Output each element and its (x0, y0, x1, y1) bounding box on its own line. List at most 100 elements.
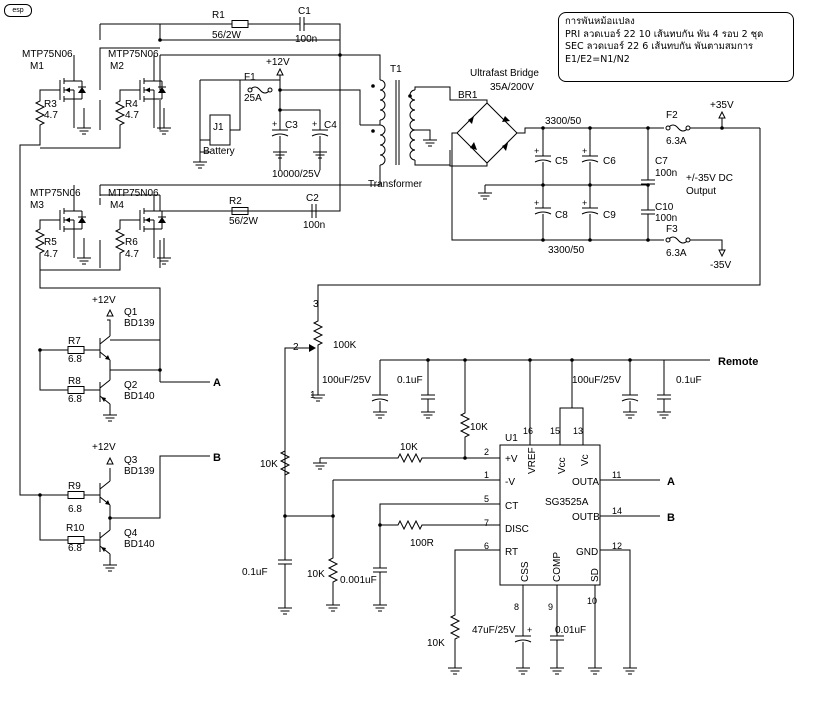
q2-ref: Q2 (124, 380, 138, 391)
fuse-f3 (665, 236, 691, 244)
f2-ref: F2 (666, 110, 678, 121)
resistor-10k-input (394, 453, 426, 463)
pin-number-12: 12 (612, 541, 622, 551)
r-10k-feedback-value: 10K (307, 569, 325, 580)
c7-value: 100n (655, 168, 677, 179)
m4-part: MTP75N06 (108, 188, 159, 199)
capacitor-0.1uf-ct (277, 559, 293, 565)
svg-text:+: + (527, 625, 532, 635)
minus35-label: -35V (710, 260, 731, 271)
note-line-4: E1/E2=N1/N2 (565, 53, 630, 65)
transistor-q2 (99, 379, 111, 405)
capacitor-100uf-a (371, 394, 389, 402)
c10-value: 100n (655, 213, 677, 224)
q3-ref: Q3 (124, 455, 138, 466)
resistor-r3 (35, 97, 45, 129)
capacitor-c5 (534, 155, 552, 163)
pot-pin3: 3 (313, 299, 319, 310)
c3-c4-value: 10000/25V (272, 169, 321, 180)
output-line-2: Output (686, 186, 716, 197)
r1-ref: R1 (212, 10, 225, 21)
c4-ref: C4 (324, 120, 337, 131)
q4-ref: Q4 (124, 528, 138, 539)
svg-text:+: + (582, 146, 587, 156)
r10-ref: R10 (66, 523, 85, 534)
c7-ref: C7 (655, 156, 668, 167)
resistor-10k-feedback (328, 554, 338, 586)
pin-number-15: 15 (550, 426, 560, 436)
r3-ref: R3 (44, 99, 57, 110)
note-line-1: การพันหม้อแปลง (565, 16, 635, 27)
r10-value: 6.8 (68, 543, 82, 554)
capacitor-100uf-b (621, 394, 639, 402)
c3-ref: C3 (285, 120, 298, 131)
capacitor-c8 (534, 207, 552, 215)
capacitor-c6 (581, 155, 599, 163)
fuse-f2 (665, 124, 691, 132)
pin-label-outa: OUTA (572, 477, 599, 488)
r1-value: 56/2W (212, 30, 241, 41)
c-001u-comp-value: 0.01uF (555, 625, 586, 636)
pin-label-disc: DISC (505, 524, 529, 535)
c-01u-b-value: 0.1uF (676, 375, 702, 386)
ic-u1-sg3525a (499, 444, 601, 586)
pin-label-sd: SD (590, 568, 601, 582)
pin-number-11: 11 (612, 470, 621, 480)
svg-text:+: + (534, 198, 539, 208)
pin-label-vref: VREF (527, 447, 538, 474)
c1-ref: C1 (298, 6, 311, 17)
r-100r-value: 100R (410, 538, 434, 549)
c-01u-a-value: 0.1uF (397, 375, 423, 386)
c8-ref: C8 (555, 210, 568, 221)
svg-text:+: + (272, 119, 277, 129)
pin-label-ct: CT (505, 501, 518, 512)
signal-b-right: B (667, 512, 675, 524)
f3-value: 6.3A (666, 248, 687, 259)
r-10k-input-value: 10K (400, 442, 418, 453)
c2-ref: C2 (306, 193, 319, 204)
mosfet-m1 (59, 71, 87, 109)
resistor-10k-rt (450, 611, 460, 643)
pin-label-vcc: Vcc (557, 457, 568, 474)
f1-value: 25A (244, 93, 262, 104)
capacitor-0.1uf-b (656, 394, 672, 400)
signal-b-left: B (213, 452, 221, 464)
svg-text:+: + (534, 146, 539, 156)
resistor-10k-vref (460, 409, 470, 441)
r-10k-vref-value: 10K (470, 422, 488, 433)
c-bot-value: 3300/50 (548, 245, 585, 256)
transformer-t1 (371, 75, 451, 166)
note-line-3: SEC ลวดเบอร์ 22 6 เส้นทบกัน พันตามสมการ (565, 41, 754, 52)
q1-part: BD139 (124, 318, 155, 329)
r6-value: 4.7 (125, 249, 139, 260)
pot-pin1: 1 (310, 390, 316, 401)
resistor-r1 (231, 20, 249, 28)
mosfet-m4 (139, 201, 167, 239)
note-line-2: PRI ลวดเบอร์ 22 10 เส้นทบกัน พัน 4 รอบ 2… (565, 28, 764, 40)
r7-ref: R7 (68, 336, 81, 347)
c10-ref: C10 (655, 202, 674, 213)
r6-ref: R6 (125, 237, 138, 248)
m3-ref: M3 (30, 200, 44, 211)
q1-ref: Q1 (124, 307, 138, 318)
pin-label-inv-minus: -V (505, 477, 515, 488)
remote-label: Remote (718, 356, 758, 368)
q3-plus12-label: +12V (92, 442, 116, 453)
pin-label-inv-plus: +V (505, 454, 518, 465)
j1-ref: J1 (213, 122, 224, 133)
r9-ref: R9 (68, 481, 81, 492)
pot-value: 100K (333, 340, 357, 351)
r8-value: 6.8 (68, 394, 82, 405)
m1-part: MTP75N06 (22, 49, 73, 60)
pin-number-5: 5 (484, 494, 489, 504)
pin-label-outb: OUTB (572, 512, 600, 523)
q2-part: BD140 (124, 391, 155, 402)
r9-value: 6.8 (68, 504, 82, 515)
c5-ref: C5 (555, 156, 568, 167)
c2-value: 100n (303, 220, 325, 231)
m2-ref: M2 (110, 61, 124, 72)
r5-value: 4.7 (44, 249, 58, 260)
resistor-r7 (67, 346, 85, 354)
